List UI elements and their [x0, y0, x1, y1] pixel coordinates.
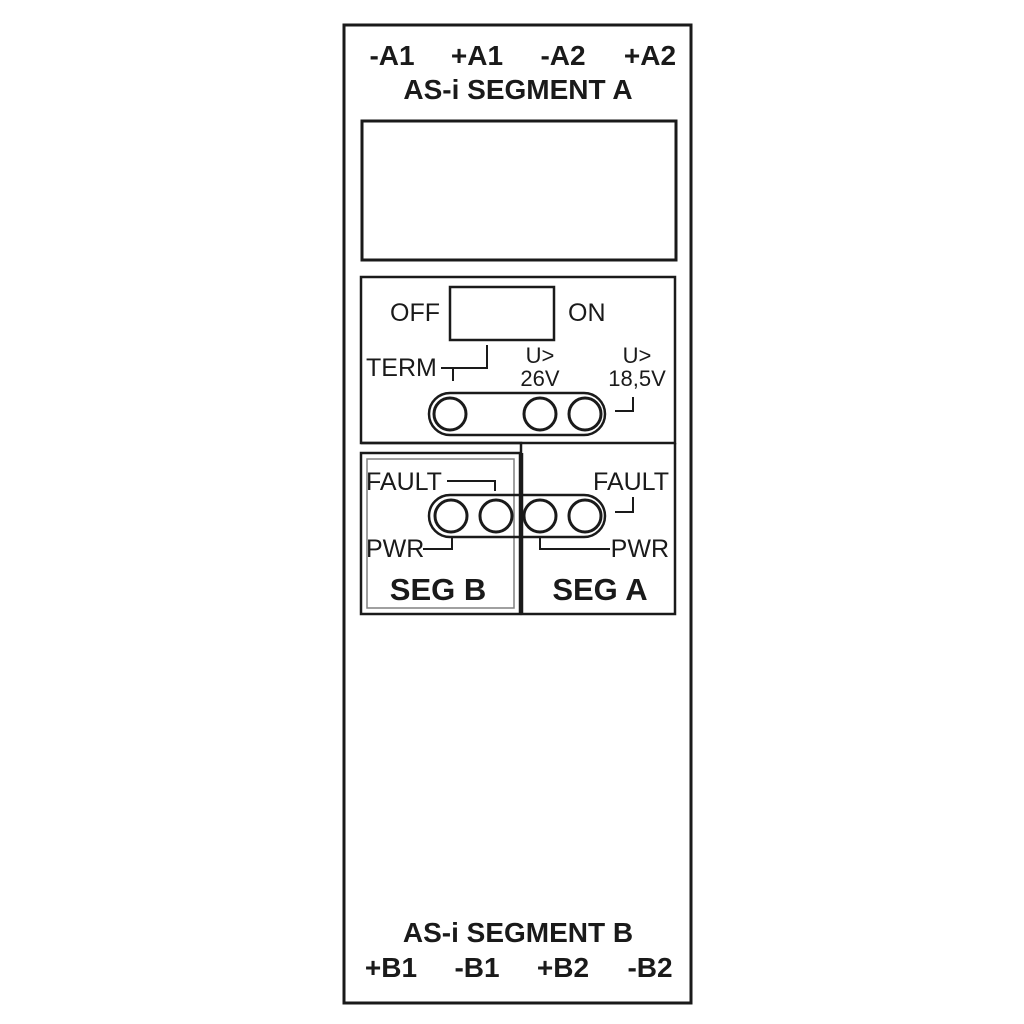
module-housing [342, 23, 693, 1005]
seg-a-fault-leader [615, 497, 634, 513]
terminal-label-plus-a1: +A1 [451, 40, 503, 71]
u185-leader-line [615, 397, 634, 412]
upper-led-strip [427, 391, 607, 437]
seg-b-inner-border [366, 458, 515, 609]
segment-b-title: AS-i SEGMENT B [403, 917, 633, 948]
terminal-label-minus-b1: -B1 [454, 952, 499, 983]
seg-a-pwr-leader [539, 538, 610, 550]
seg-a-title: SEG A [552, 572, 647, 607]
label-window [360, 119, 678, 262]
seg-b-inner-frame [361, 441, 523, 453]
switch-off-label: OFF [390, 299, 440, 327]
terminal-label-minus-b2: -B2 [627, 952, 672, 983]
terminal-label-plus-b1: +B1 [365, 952, 417, 983]
u185-led [567, 396, 603, 432]
u185-label-line2: 18,5V [608, 366, 666, 391]
seg-b-frame [359, 451, 522, 616]
seg-b-pwr-led [433, 498, 469, 534]
switch-on-label: ON [568, 299, 606, 327]
u26-led [522, 396, 558, 432]
term-leader-line [441, 345, 488, 381]
terminal-label-minus-a1: -A1 [369, 40, 414, 71]
segment-a-title: AS-i SEGMENT A [403, 74, 632, 105]
seg-b-pwr-leader [423, 538, 453, 550]
terminal-label-plus-a2: +A2 [624, 40, 676, 71]
seg-b-fault-led [478, 498, 514, 534]
lower-led-strip [427, 493, 607, 539]
seg-b-title: SEG B [390, 572, 486, 607]
seg-a-pwr-led [522, 498, 558, 534]
term-label: TERM [366, 354, 437, 382]
seg-a-fault-led [567, 498, 603, 534]
seg-b-fault-leader [447, 480, 496, 491]
seg-a-pwr-label: PWR [611, 535, 669, 563]
u26-label-line2: 26V [520, 366, 559, 391]
u26-label-line1: U> [526, 343, 555, 368]
terminal-label-plus-b2: +B2 [537, 952, 589, 983]
seg-a-frame [520, 443, 677, 616]
seg-b-pwr-label: PWR [366, 535, 424, 563]
seg-b-fault-label: FAULT [366, 468, 442, 496]
termination-switch[interactable] [448, 285, 556, 342]
seg-a-fault-label: FAULT [593, 468, 669, 496]
u185-label-line1: U> [623, 343, 652, 368]
term-led [432, 396, 468, 432]
terminal-label-minus-a2: -A2 [540, 40, 585, 71]
